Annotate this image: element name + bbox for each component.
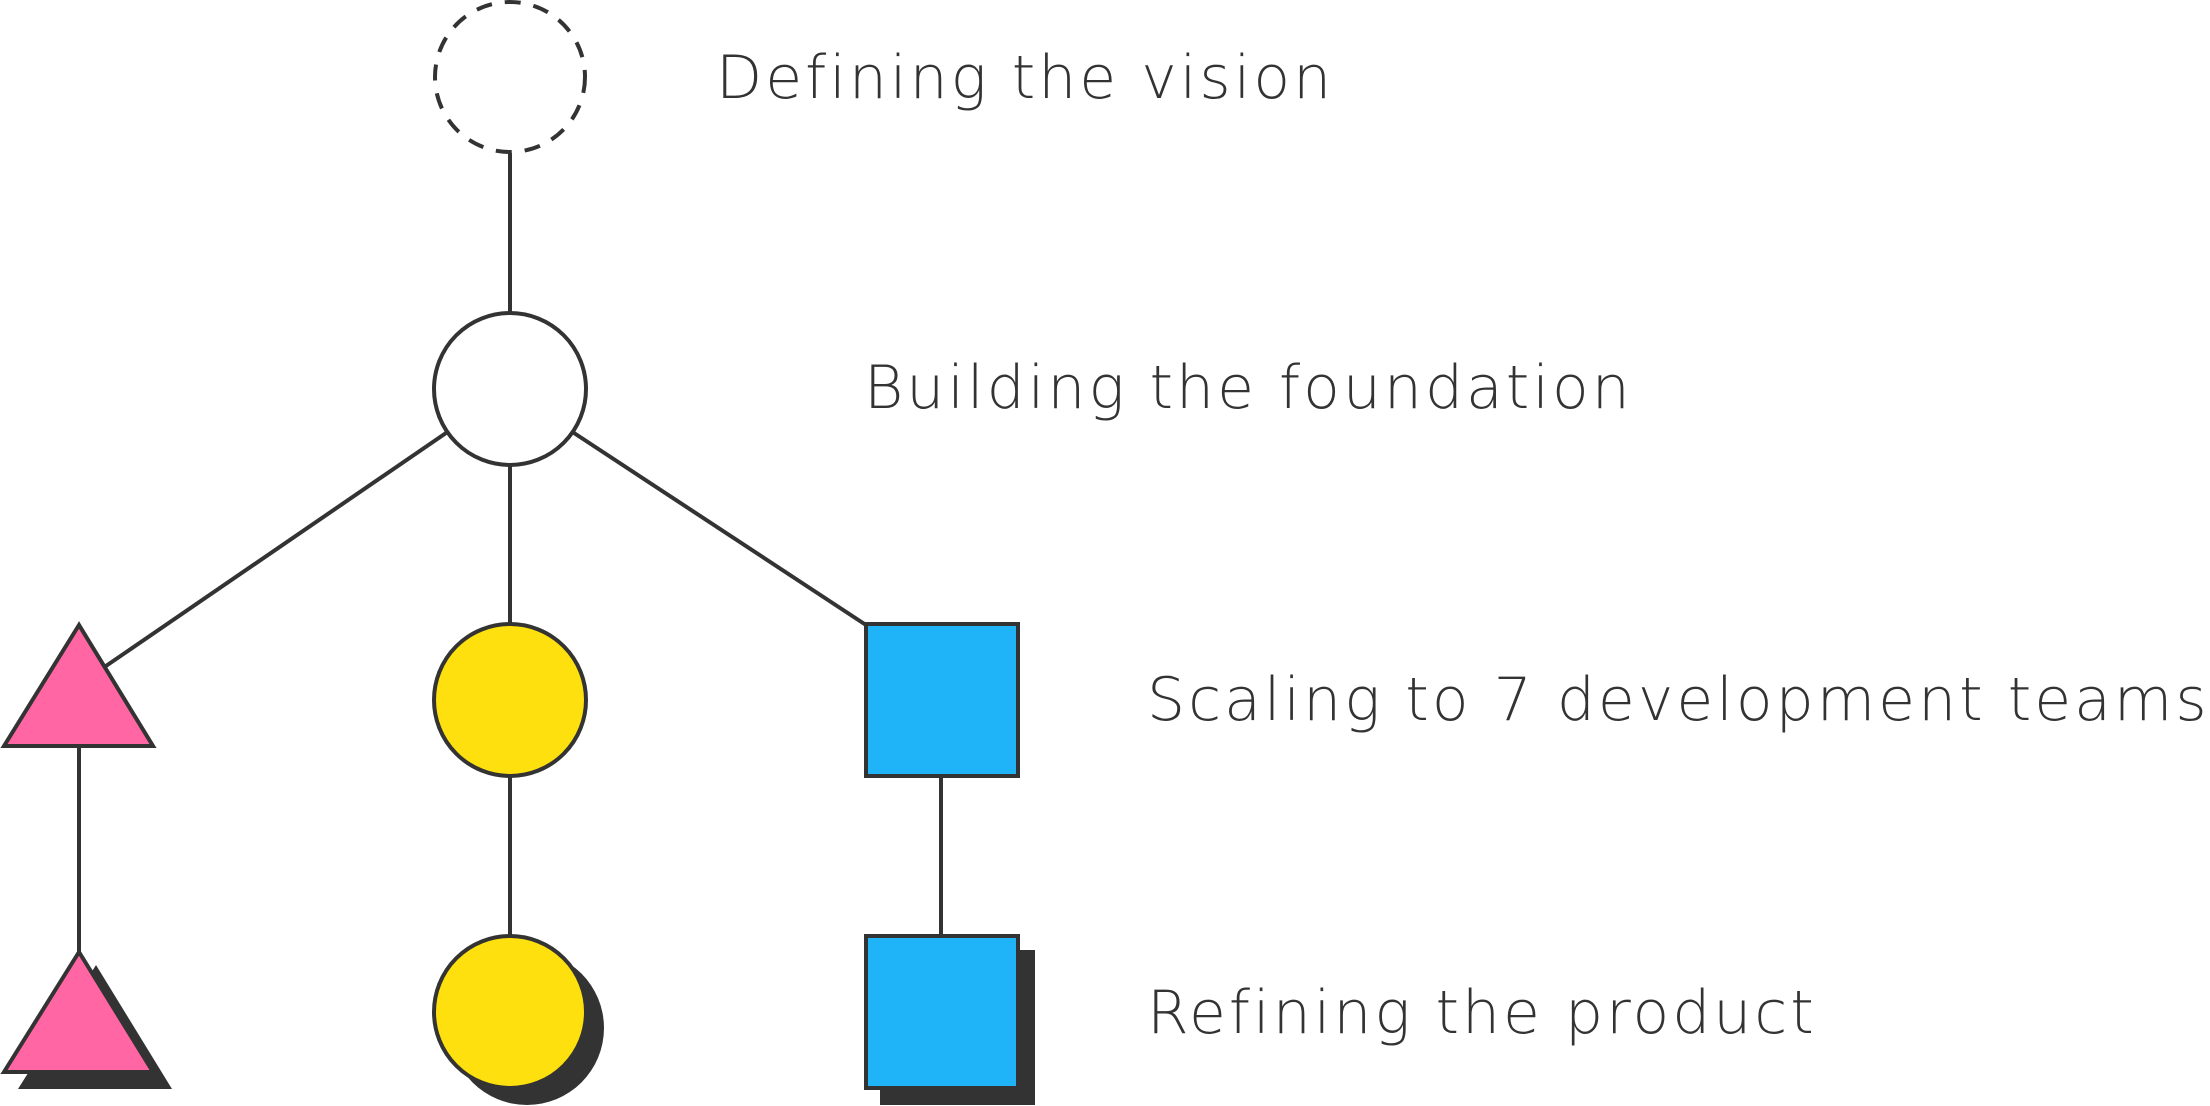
refining-yellow-circle: [432, 934, 588, 1090]
vision-dashed-circle: [433, 0, 587, 154]
refining-pink-triangle: [0, 948, 157, 1074]
stage-label-scaling: Scaling to 7 development teams: [1147, 665, 2210, 735]
refining-yellow-circle-group: [432, 934, 604, 1105]
connector-foundation-square: [572, 431, 868, 627]
stage-label-foundation: Building the foundation: [864, 353, 1633, 423]
stage-label-vision: Defining the vision: [716, 43, 1335, 113]
connectors: [77, 153, 943, 952]
org-growth-diagram: [0, 0, 1035, 1105]
stage-label-refining: Refining the product: [1147, 978, 1817, 1048]
refining-blue-square: [864, 934, 1020, 1090]
connector-foundation-triangle: [101, 431, 448, 670]
scaling-yellow-circle: [432, 622, 588, 778]
refining-blue-square-group: [864, 934, 1035, 1105]
refining-pink-triangle-group: [0, 948, 172, 1089]
foundation-circle: [432, 311, 588, 467]
scaling-pink-triangle: [0, 621, 157, 748]
scaling-blue-square: [864, 622, 1020, 778]
